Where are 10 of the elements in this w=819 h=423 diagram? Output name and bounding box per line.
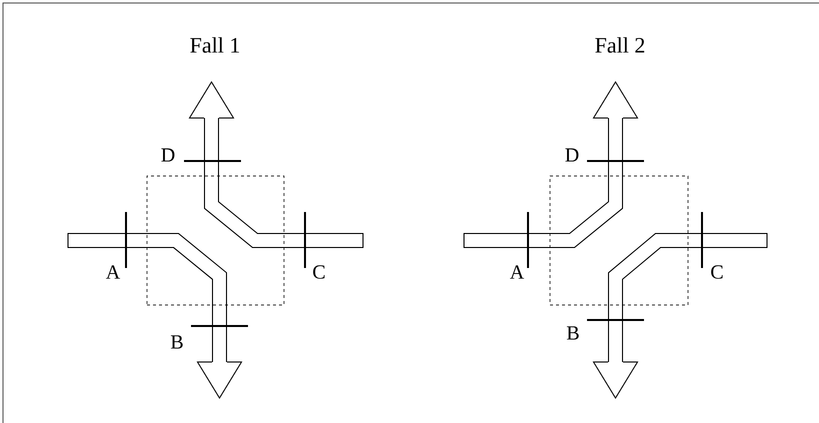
- section-label: B: [566, 326, 579, 340]
- section-label: A: [106, 265, 120, 279]
- panel-title: Fall 1: [190, 37, 240, 53]
- dashed-square: [550, 176, 688, 306]
- section-label: A: [510, 265, 524, 279]
- panel-title: Fall 2: [595, 37, 644, 53]
- section-label: C: [711, 265, 723, 279]
- section-label: B: [170, 335, 183, 349]
- dashed-square: [146, 176, 284, 306]
- section-label: C: [313, 265, 325, 279]
